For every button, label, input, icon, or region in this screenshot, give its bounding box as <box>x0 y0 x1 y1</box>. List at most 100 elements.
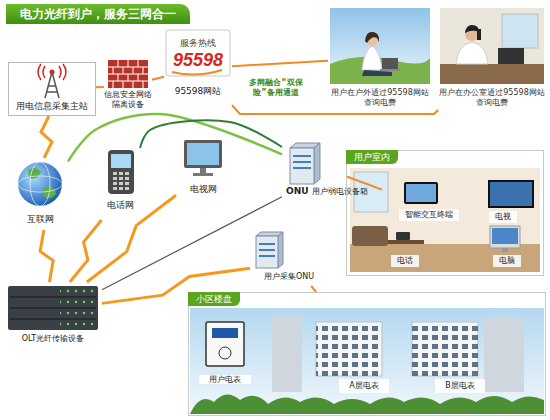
meter-boxes <box>412 322 478 376</box>
meter-display <box>212 328 238 338</box>
phone-keys <box>113 172 129 190</box>
man-body <box>456 42 488 64</box>
tv-screen <box>187 143 219 165</box>
node-label: 用电信息采集主站 <box>9 101 95 111</box>
backup-channel-curve <box>140 120 282 148</box>
olt-device: OLT光纤传输设备 <box>4 282 102 348</box>
community-photo <box>190 308 544 414</box>
node-label: 电视网 <box>176 184 230 194</box>
phone-network-node: 电话网 <box>94 148 146 220</box>
tower-bar <box>48 85 56 87</box>
outdoor-user-photo: 用户在户外通过95598网站查询电费 <box>328 6 432 110</box>
phone-handset <box>477 29 481 40</box>
node-label: OLT光纤传输设备 <box>4 334 102 343</box>
lightning-link <box>87 195 176 282</box>
radio-wave <box>59 66 61 78</box>
radio-wave <box>63 64 66 80</box>
photo-caption: 用户在办公室通过95598网站查询电费 <box>438 88 546 108</box>
office-user-photo: 用户在办公室通过95598网站查询电费 <box>438 6 546 110</box>
meter-boxes <box>316 322 382 376</box>
node-label: 用户采集ONU <box>264 272 314 281</box>
node-label: 信息安全网络隔离设备 <box>104 90 152 110</box>
hotline-number: 95598 <box>164 50 232 71</box>
room-phone <box>396 232 410 240</box>
rack-leds <box>60 288 94 328</box>
woman-body <box>362 46 382 70</box>
tv-stand <box>200 168 206 173</box>
firewall-icon <box>108 60 148 88</box>
lightning-link <box>41 116 52 158</box>
continents <box>28 168 56 199</box>
server-stripes <box>293 156 311 168</box>
firewall-device: 信息安全网络隔离设备 <box>104 58 152 114</box>
building-a <box>316 322 382 376</box>
room-monitor <box>490 226 520 248</box>
room-monitor-screen <box>492 228 518 244</box>
phone-body <box>108 150 134 194</box>
trees <box>190 394 544 414</box>
room-tv-screen <box>490 182 532 206</box>
device-label: 用户弱电设备箱 <box>312 187 368 196</box>
tower-leg <box>45 72 52 98</box>
panel-heading: 小区楼盘 <box>188 292 240 306</box>
onu-server-icon <box>290 143 320 184</box>
device-tag: 电脑 <box>493 255 521 267</box>
orange-link <box>96 86 104 88</box>
node-label: 电视 <box>489 211 517 223</box>
room-photo <box>350 168 540 272</box>
website-label: 95598网站 <box>164 86 232 96</box>
photo-desk <box>440 64 544 84</box>
meter-dial <box>219 347 231 359</box>
room-monitor-stand <box>502 248 508 252</box>
tv-network-node: 电视网 <box>176 138 230 200</box>
device-tag: 电话 <box>391 255 419 267</box>
rack-body <box>8 286 98 330</box>
orange-link <box>232 105 438 114</box>
website-logo: 服务热线9559895598网站 <box>164 28 232 108</box>
globe-icon <box>18 162 62 206</box>
server-stripes <box>259 244 275 256</box>
collector-onu: 用户采集ONU <box>250 232 328 286</box>
laptop-base <box>380 69 400 71</box>
node-label: A层电表 <box>339 379 389 393</box>
room-tablet-screen <box>406 184 436 202</box>
tv-icon <box>184 140 222 176</box>
office-photo <box>440 8 544 84</box>
master-station-box: 用电信息采集主站 <box>8 62 96 116</box>
woman-hair <box>365 32 379 43</box>
radio-wave <box>43 66 45 78</box>
globe-grid <box>30 162 50 206</box>
user-meter: 用户电表 <box>199 317 251 387</box>
device-tag: 电视 <box>489 211 517 223</box>
channel-note: 多网融合“双保险”备用通道 <box>240 78 312 97</box>
desk-monitor <box>498 48 524 64</box>
building <box>272 316 302 392</box>
room-sofa <box>352 226 388 246</box>
man-hair <box>465 25 479 33</box>
node-label: 电话网 <box>94 200 146 210</box>
indoor-panel: 用户室内智能交互终端电视电话电脑 <box>346 150 544 276</box>
photo-sky <box>190 308 544 414</box>
antenna-tower-icon <box>38 64 66 98</box>
meter-body <box>206 322 244 366</box>
photo-wall <box>440 8 544 84</box>
node-label: 电话 <box>391 255 419 267</box>
tv-base <box>193 173 213 176</box>
building <box>484 318 524 392</box>
photo-window <box>502 14 538 48</box>
orange-link <box>232 61 328 66</box>
tower-light <box>50 70 55 75</box>
phone-screen <box>111 154 131 168</box>
outdoor-photo <box>330 8 430 84</box>
collector-server-icon <box>256 232 283 268</box>
orange-link <box>152 77 164 80</box>
globe-grid <box>18 176 62 192</box>
room-table <box>388 240 424 244</box>
lightning-link <box>40 230 53 282</box>
building-b <box>412 322 478 376</box>
fiber-line <box>102 197 282 290</box>
logo-swoosh <box>172 70 222 75</box>
panel-heading: 用户室内 <box>346 150 398 164</box>
node-label: 用户电表 <box>199 375 251 384</box>
diagram-title: 电力光纤到户，服务三网合一 <box>6 4 190 24</box>
